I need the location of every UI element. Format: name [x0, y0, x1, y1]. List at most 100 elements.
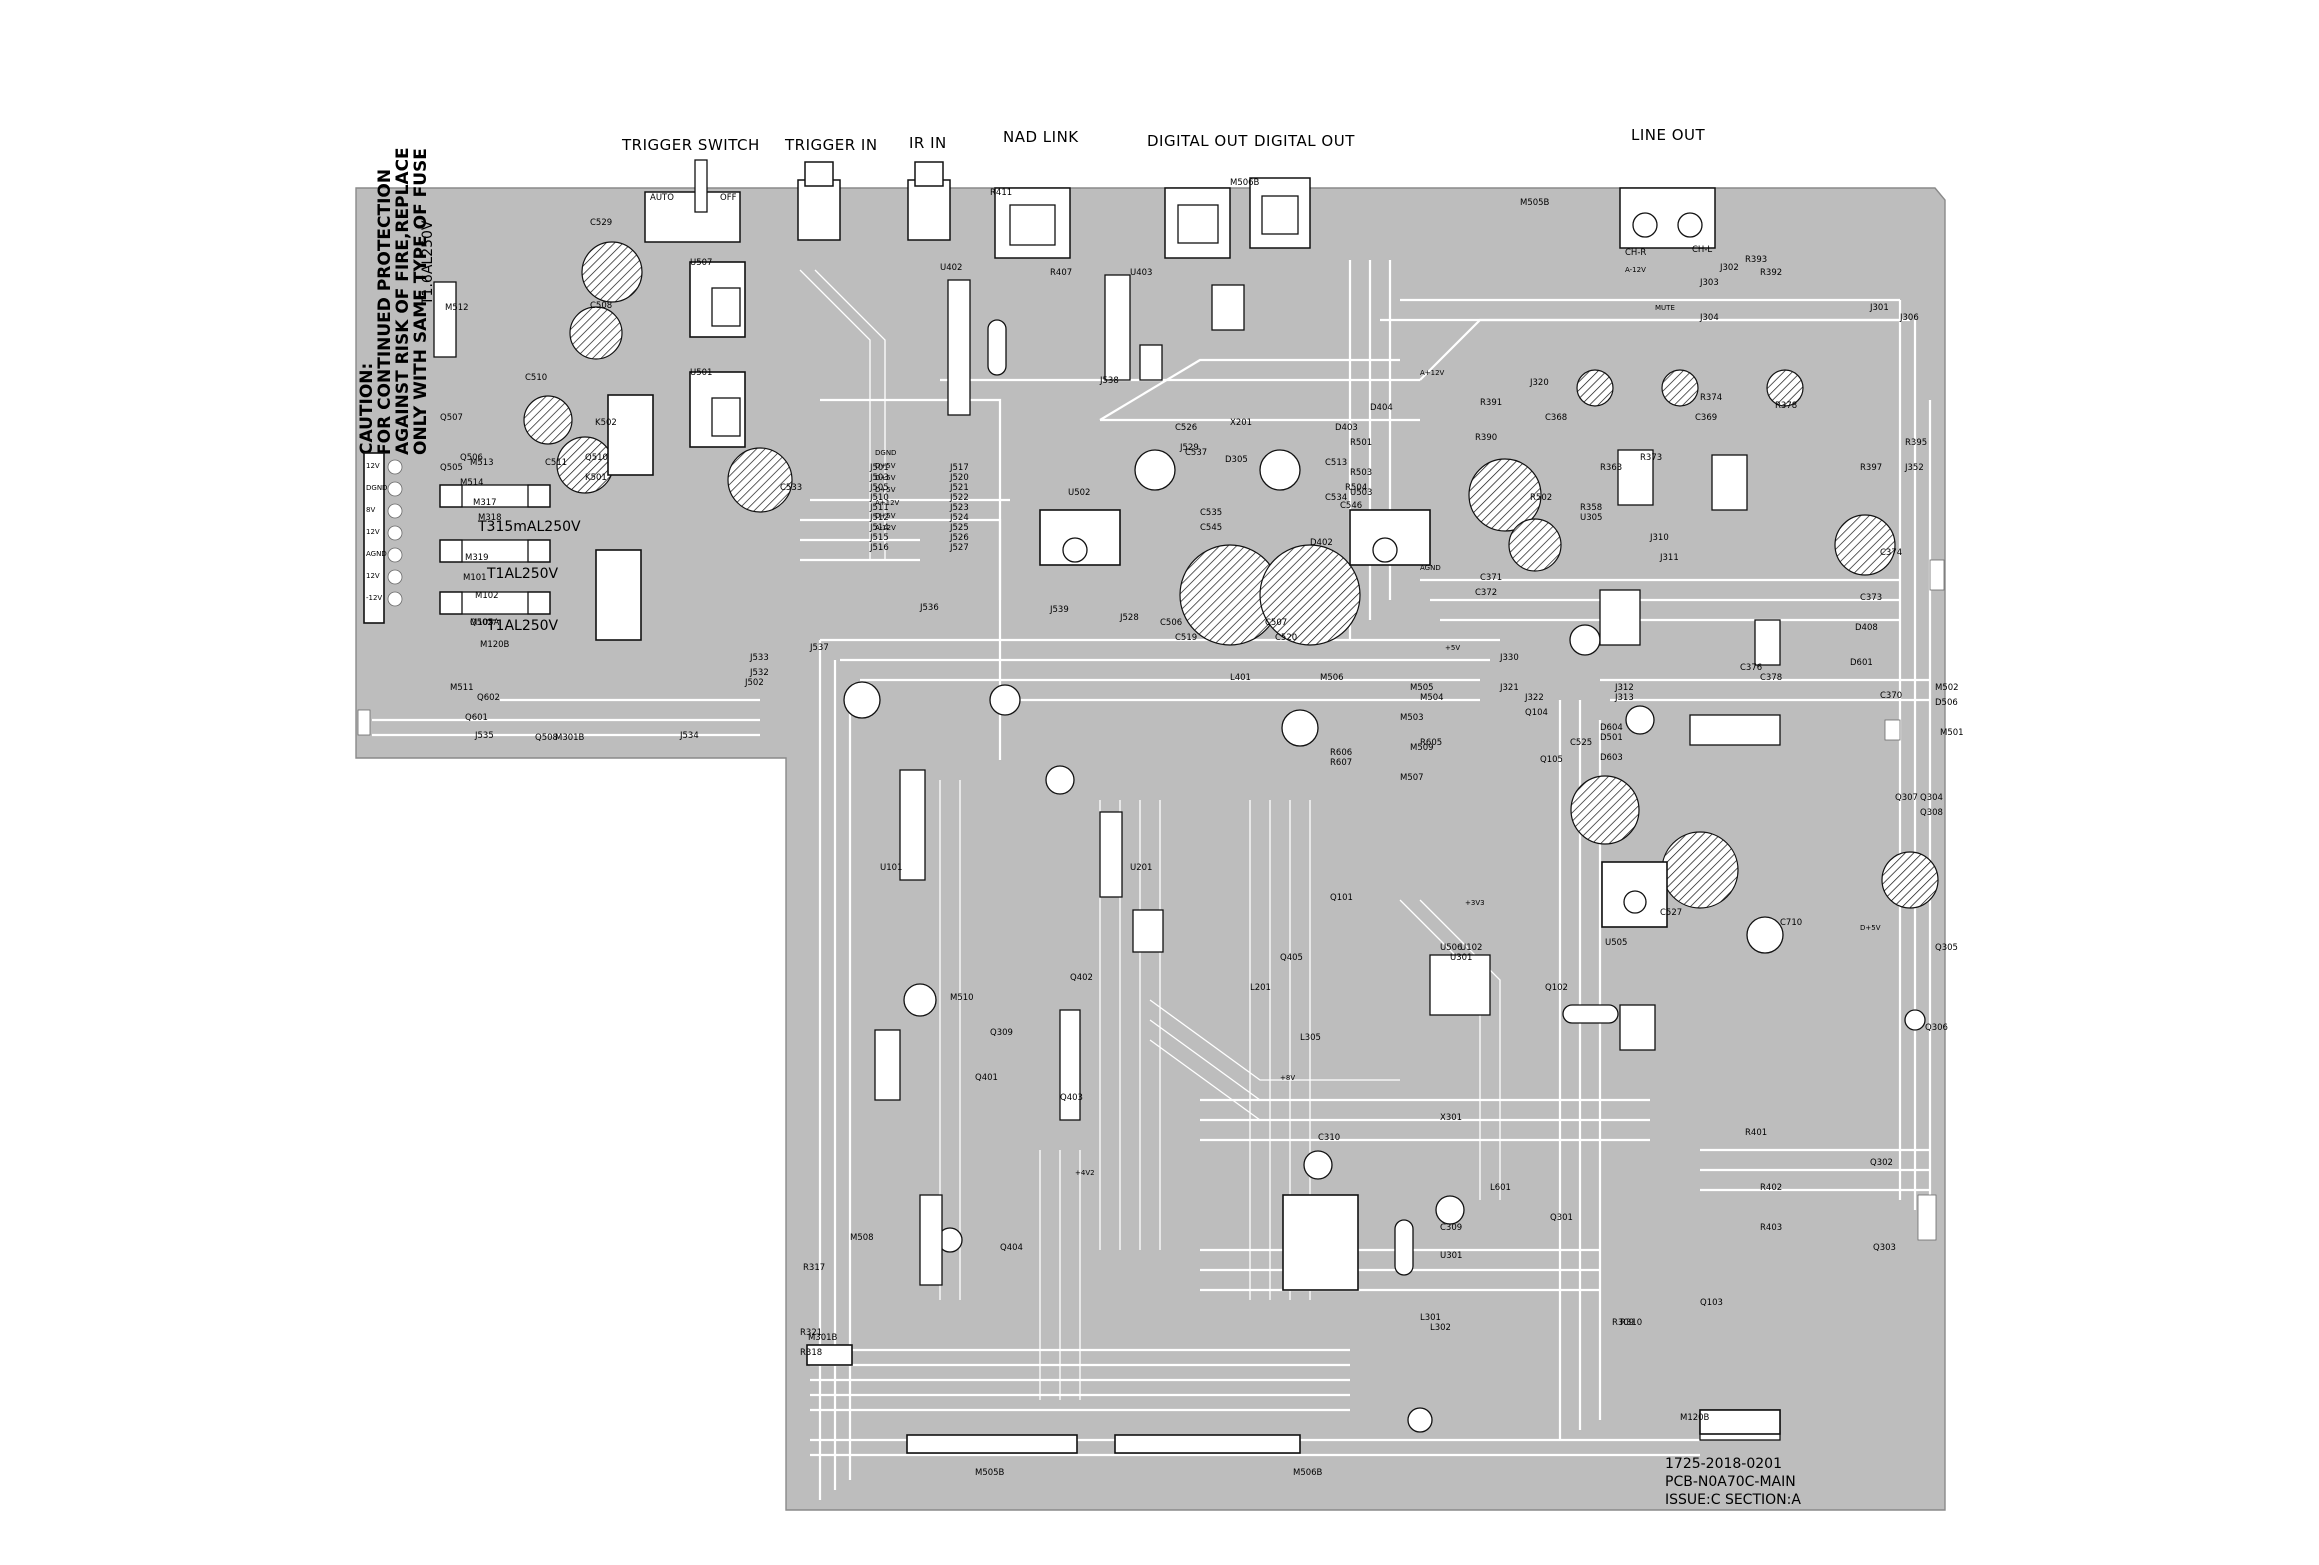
switch-auto-label: AUTO: [650, 193, 674, 203]
power-rail-label: DGND: [875, 449, 896, 457]
power-rail-label: A-12V: [875, 524, 896, 532]
ref-designator: D506: [1935, 698, 1958, 708]
ref-designator: U505: [1605, 938, 1627, 948]
ref-designator: J510: [869, 493, 889, 503]
footer-pcb-name: PCB-N0A70C-MAIN: [1665, 1474, 1796, 1490]
ref-designator: Q506: [460, 453, 483, 463]
ref-designator: U102: [1460, 943, 1482, 953]
ref-designator: R374: [1700, 393, 1722, 403]
ref-designator: M507: [1400, 773, 1424, 783]
ref-designator: D604: [1600, 723, 1623, 733]
ref-designator: C507: [1265, 618, 1287, 628]
ref-designator: M102: [475, 591, 499, 601]
ref-designator: J520: [949, 473, 969, 483]
ref-designator: J532: [749, 668, 769, 678]
ref-designator: K501: [585, 473, 607, 483]
ref-designator: C520: [1275, 633, 1297, 643]
pin-label: 12V: [366, 528, 380, 536]
ref-designator: J514: [869, 523, 889, 533]
ref-designator: J303: [1699, 278, 1719, 288]
ref-designator: Q502: [470, 618, 493, 628]
connector-m506b: [1114, 1434, 1301, 1454]
connector-m505b-label: M505B: [975, 1468, 1005, 1478]
power-rail-label: +8V: [1280, 1074, 1295, 1082]
label-line-out: LINE OUT: [1631, 126, 1706, 144]
ref-designator: J516: [869, 543, 889, 553]
ref-designator: J538: [1099, 376, 1119, 386]
pin-label: -12V: [366, 594, 382, 602]
ref-designator: U503: [1350, 488, 1372, 498]
ref-designator: M301B: [555, 733, 585, 743]
ref-designator: J512: [869, 513, 889, 523]
ref-designator: Q402: [1070, 973, 1093, 983]
ref-designator: J320: [1529, 378, 1549, 388]
power-rail-label: A+12V: [875, 499, 900, 507]
footer-issue: ISSUE:C SECTION:A: [1665, 1492, 1801, 1508]
ref-designator: C508: [590, 301, 612, 311]
fuse-label-3: T1AL250V: [486, 566, 559, 582]
ref-designator: C373: [1860, 593, 1882, 603]
caution-line-3: ONLY WITH SAME TYPE OF FUSE: [411, 148, 431, 455]
ref-designator: M319: [465, 553, 489, 563]
ref-designator: C368: [1545, 413, 1567, 423]
ref-designator: L305: [1300, 1033, 1321, 1043]
ref-designator: L302: [1430, 1323, 1451, 1333]
ref-designator: C513: [1325, 458, 1347, 468]
ref-designator: Q405: [1280, 953, 1303, 963]
ref-designator: C533: [780, 483, 802, 493]
ref-designator: J505: [869, 483, 889, 493]
ref-designator: R309: [1612, 1318, 1634, 1328]
ref-designator: J524: [949, 513, 969, 523]
ref-designator: D305: [1225, 455, 1248, 465]
ref-designator: J310: [1649, 533, 1669, 543]
pin-label: 12V: [366, 572, 380, 580]
ref-designator: Q304: [1920, 793, 1943, 803]
voltage-regulators: [689, 261, 1668, 928]
ref-designator: U506: [1440, 943, 1462, 953]
ref-designator: J522: [949, 493, 969, 503]
ref-designator: C510: [525, 373, 547, 383]
ref-designator: U101: [880, 863, 902, 873]
connector-m120b-label: M120B: [1680, 1413, 1710, 1423]
digital-out-optical-jack: [1249, 177, 1311, 249]
ref-designator: M506: [1320, 673, 1344, 683]
ref-designator: C376: [1740, 663, 1762, 673]
ref-designator: C371: [1480, 573, 1502, 583]
ref-designator: J517: [949, 463, 969, 473]
ref-designator: C511: [545, 458, 567, 468]
ref-designator: J529: [1179, 443, 1199, 453]
ref-designator: M513: [470, 458, 494, 468]
footer-part-number: 1725-2018-0201: [1665, 1456, 1782, 1472]
power-rail-label: D+5V: [875, 462, 896, 470]
ref-designator: J502: [744, 678, 764, 688]
ref-designator: U301: [1440, 1251, 1462, 1261]
line-out-ch-r: CH-R: [1625, 248, 1646, 258]
ref-designator: U507: [690, 258, 712, 268]
ref-designator: R606: [1330, 748, 1352, 758]
ref-designator: Q104: [1525, 708, 1548, 718]
power-rail-label: D+5V: [1860, 924, 1881, 932]
ref-designator: X201: [1230, 418, 1252, 428]
ref-designator: Q508: [535, 733, 558, 743]
crystal-x301: [1394, 1219, 1414, 1276]
ref-designator: C534: [1325, 493, 1347, 503]
ref-designator: C525: [1570, 738, 1592, 748]
ref-designator: M503: [1400, 713, 1424, 723]
ref-designator: R407: [1050, 268, 1072, 278]
ref-designator: R373: [1640, 453, 1662, 463]
electrolytic-capacitors: [523, 241, 1939, 909]
fuse-m512: [439, 539, 551, 563]
pin-label: 12V: [366, 462, 380, 470]
ref-designator: R503: [1350, 468, 1372, 478]
ref-designator: Q102: [1545, 983, 1568, 993]
connector-m301b: [806, 1344, 853, 1366]
ref-designator: Q403: [1060, 1093, 1083, 1103]
ref-designator: J526: [949, 533, 969, 543]
ref-designator: C369: [1695, 413, 1717, 423]
fuse-m507: [433, 281, 457, 358]
ref-designator: C537: [1185, 448, 1207, 458]
ref-designator: C519: [1175, 633, 1197, 643]
ref-designator: M511: [450, 683, 474, 693]
ref-designator: M317: [473, 498, 497, 508]
